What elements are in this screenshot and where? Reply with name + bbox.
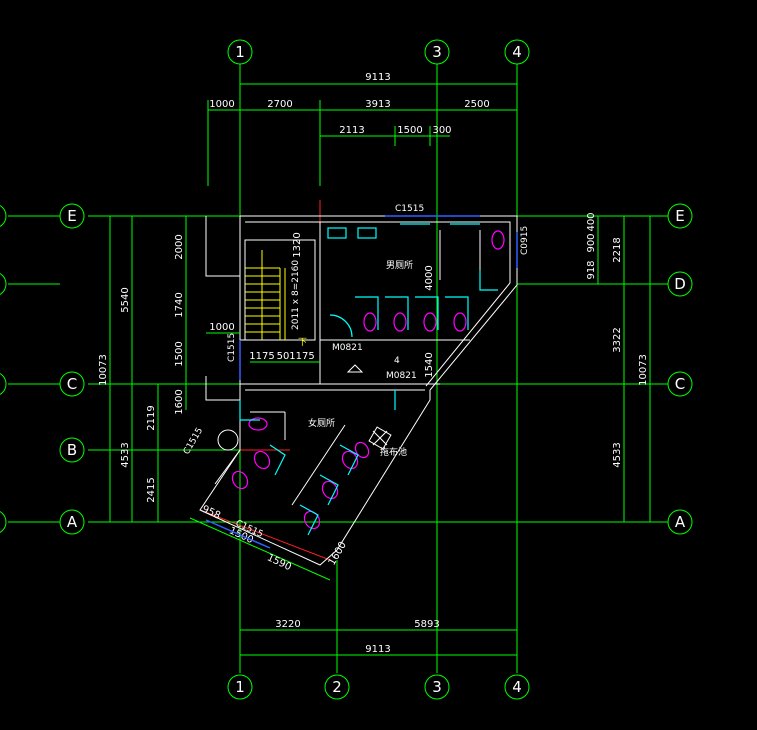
- stair-up-mark: 下: [298, 338, 307, 348]
- axis-label: 3: [432, 678, 442, 696]
- axis-bubble-left-E: E: [59, 203, 85, 229]
- dim-text: 2119: [146, 405, 157, 430]
- dim-text: 5893: [414, 619, 439, 630]
- windows: C1515 C0915 C1515 C1515 C1515: [182, 204, 530, 549]
- dim-text: 1600: [327, 540, 349, 568]
- dim-text: 1000: [209, 322, 234, 333]
- axis-bubble-right-E: E: [667, 203, 693, 229]
- dim-text: 1175: [289, 351, 314, 362]
- axis-label: 3: [432, 43, 442, 61]
- dim-text: 2218: [612, 237, 623, 262]
- axis-label: B: [67, 441, 77, 459]
- mens-room-label: 男厕所: [386, 260, 413, 271]
- dim-text: 1540: [424, 352, 435, 377]
- dim-text: 4533: [120, 442, 131, 467]
- dim-text: 4533: [612, 442, 623, 467]
- sink-label: 拖布池: [380, 446, 407, 458]
- axis-label: 2: [332, 678, 342, 696]
- dim-text: 1500: [174, 341, 185, 366]
- dim-text: 5540: [120, 287, 131, 312]
- door-label: M0821: [332, 343, 363, 353]
- dim-text: 9113: [365, 72, 390, 83]
- window-label: C1515: [395, 204, 424, 214]
- dim-text: 400: [586, 212, 597, 231]
- axis-bubble-offscreen: [0, 205, 7, 533]
- axis-label: 4: [512, 678, 522, 696]
- dim-text: 1000: [209, 99, 234, 110]
- dim-text: 1175: [249, 351, 274, 362]
- axis-bubble-right-C: C: [667, 371, 693, 397]
- dim-text: 1590: [265, 552, 293, 573]
- axis-label: 1: [235, 678, 245, 696]
- dim-text: 2415: [146, 477, 157, 502]
- dimension-top: 9113 1000 2700 3913 2500 2113 1500 300: [207, 72, 517, 186]
- axis-label: A: [67, 513, 78, 531]
- dim-text: 1500: [397, 125, 422, 136]
- dim-text: 2000: [174, 234, 185, 259]
- axis-bubble-top-4: 4: [504, 39, 530, 65]
- axis-label: C: [675, 375, 685, 393]
- axis-bubble-left-B: B: [59, 437, 85, 463]
- axis-label: E: [675, 207, 684, 225]
- axis-label: C: [67, 375, 77, 393]
- dimension-right: 10073 3322 4533 2218 918 900 400: [586, 212, 651, 522]
- dim-text: 2700: [267, 99, 292, 110]
- window-label: C1515: [227, 333, 237, 362]
- womens-room-fixtures: 女厕所 拖布池: [217, 400, 407, 536]
- dim-text: 3913: [365, 99, 390, 110]
- interior-dims: 1000 1320 1175 50 1175 4000 1540: [206, 232, 435, 378]
- dim-text: 1740: [174, 292, 185, 317]
- room-number: 4: [394, 356, 400, 366]
- axis-bubble-left-C: C: [59, 371, 85, 397]
- dim-text: 918: [586, 260, 597, 279]
- door-label: M0821: [386, 371, 417, 381]
- axis-label: 4: [512, 43, 522, 61]
- stair: 下 2011 x 8=2160: [244, 239, 316, 348]
- window-label: C1515: [182, 426, 205, 456]
- dim-text: 2113: [339, 125, 364, 136]
- axis-bubble-right-D: D: [667, 271, 693, 297]
- axis-bubble-left-A: A: [59, 509, 85, 535]
- axis-bubble-bottom-2: 2: [324, 674, 350, 700]
- dim-text: 10073: [98, 354, 109, 386]
- dimension-left: 10073 5540 4533 2119 2415 2000 1740 1500…: [98, 216, 187, 522]
- dim-text: 300: [432, 125, 451, 136]
- axis-bubble-bottom-1: 1: [227, 674, 253, 700]
- axis-bubble-top-3: 3: [424, 39, 450, 65]
- dim-text: 1600: [174, 389, 185, 414]
- dim-text: 50: [277, 351, 290, 362]
- axis-label: A: [675, 513, 686, 531]
- axis-label: 1: [235, 43, 245, 61]
- dimension-bottom: 3220 5893 9113: [240, 619, 517, 656]
- dim-text: 3322: [612, 327, 623, 352]
- axis-label: D: [674, 275, 686, 293]
- axis-bubble-top-1: 1: [227, 39, 253, 65]
- axis-bubble-bottom-3: 3: [424, 674, 450, 700]
- dim-text: 2500: [464, 99, 489, 110]
- axis-bubble-right-A: A: [667, 509, 693, 535]
- axis-label: E: [67, 207, 76, 225]
- window-label: C0915: [520, 226, 530, 255]
- womens-room-label: 女厕所: [308, 417, 335, 429]
- dim-text: 4000: [424, 265, 435, 290]
- dim-text: 9113: [365, 644, 390, 655]
- axis-bubble-bottom-4: 4: [504, 674, 530, 700]
- mens-room-fixtures: 男厕所 M0821 M0821 4: [327, 223, 505, 410]
- dim-text: 1320: [292, 232, 303, 257]
- stair-note: 2011 x 8=2160: [291, 260, 301, 330]
- dim-text: 10073: [638, 354, 649, 386]
- dim-text: 900: [586, 233, 597, 252]
- dim-text: 3220: [275, 619, 300, 630]
